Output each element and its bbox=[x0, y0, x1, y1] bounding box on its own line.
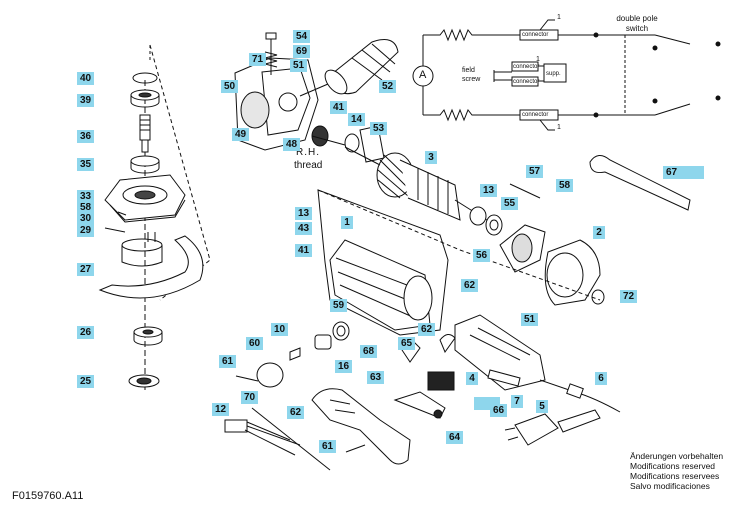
callout-66: 66 bbox=[490, 404, 507, 417]
thread-label-word: thread bbox=[294, 160, 323, 171]
callout-65: 65 bbox=[398, 337, 415, 350]
connector-label-mid2: connector bbox=[513, 79, 540, 85]
armature-bearing-part bbox=[344, 133, 360, 153]
pinion-gear-part bbox=[311, 125, 346, 147]
armature-part bbox=[344, 146, 491, 223]
motor-symbol: A bbox=[419, 69, 427, 81]
callout-40: 40 bbox=[77, 72, 94, 85]
callout-2: 2 bbox=[593, 226, 605, 239]
bearing-box-part bbox=[104, 174, 186, 223]
side-handle-part bbox=[299, 39, 399, 97]
callout-36: 36 bbox=[77, 130, 94, 143]
callout-43: 43 bbox=[295, 222, 312, 235]
callout-69: 69 bbox=[293, 45, 310, 58]
callout-7: 7 bbox=[511, 395, 523, 408]
notice-line-fr: Modifications reservees bbox=[630, 471, 720, 481]
callout-35: 35 bbox=[77, 158, 94, 171]
connector-label-bottom: connector bbox=[522, 112, 549, 118]
callout-64: 64 bbox=[446, 431, 463, 444]
callout-72: 72 bbox=[620, 290, 637, 303]
callout-52: 52 bbox=[379, 80, 396, 93]
callout-60: 60 bbox=[246, 337, 263, 350]
callout-62-top: 62 bbox=[461, 279, 478, 292]
thread-label-rh: R.H. bbox=[296, 147, 320, 158]
callout-59: 59 bbox=[330, 299, 347, 312]
callout-12: 12 bbox=[212, 403, 229, 416]
callout-26: 26 bbox=[77, 326, 94, 339]
field-coil-part bbox=[544, 239, 605, 306]
callout-67: 67 bbox=[663, 166, 680, 179]
spring-part bbox=[264, 51, 278, 68]
callout-53: 53 bbox=[370, 122, 387, 135]
callout-51-bottom: 51 bbox=[521, 313, 538, 326]
callout-30: 30 bbox=[77, 212, 94, 225]
callout-54: 54 bbox=[293, 30, 310, 43]
wheel-guard-part bbox=[98, 232, 204, 299]
callout-62-bottom: 62 bbox=[287, 406, 304, 419]
callout-58-left: 58 bbox=[77, 201, 94, 214]
connector-label-top: connector bbox=[522, 32, 549, 38]
callout-55: 55 bbox=[501, 197, 518, 210]
lead-number-top: 1 bbox=[557, 14, 561, 21]
notice-line-de: Änderungen vorbehalten bbox=[630, 451, 724, 461]
lead-number-bottom: 1 bbox=[557, 124, 561, 131]
callout-16: 16 bbox=[335, 360, 352, 373]
callout-13-right: 13 bbox=[480, 184, 497, 197]
connector-label-mid1: connector bbox=[513, 64, 540, 70]
callout-61-bottom: 61 bbox=[319, 440, 336, 453]
callout-48: 48 bbox=[283, 138, 300, 151]
cap-part bbox=[256, 362, 284, 388]
lock-nut-part bbox=[128, 374, 160, 388]
wiring-schematic bbox=[412, 19, 721, 131]
notice-line-en: Modifications reserved bbox=[630, 461, 716, 471]
callout-39: 39 bbox=[77, 94, 94, 107]
mains-plug-part bbox=[504, 409, 601, 446]
inner-flange-part bbox=[133, 326, 163, 346]
spindle-bearing-part bbox=[130, 155, 160, 174]
switch-label: double pole switch bbox=[616, 14, 658, 33]
supp-label: supp. bbox=[546, 71, 561, 77]
blank-bar-67 bbox=[680, 166, 704, 179]
callout-61-top: 61 bbox=[219, 355, 236, 368]
callout-71: 71 bbox=[249, 53, 266, 66]
callout-62-mid: 62 bbox=[418, 323, 435, 336]
callout-41-top: 41 bbox=[330, 101, 347, 114]
callout-1: 1 bbox=[341, 216, 353, 229]
callout-27: 27 bbox=[77, 263, 94, 276]
callout-68: 68 bbox=[360, 345, 377, 358]
callout-56: 56 bbox=[473, 249, 490, 262]
callout-49: 49 bbox=[232, 128, 249, 141]
callout-41-bottom: 41 bbox=[295, 244, 312, 257]
rear-bearing-part bbox=[469, 206, 487, 226]
lead-number-mid: 1 bbox=[536, 56, 540, 63]
flange-nut-part bbox=[130, 89, 160, 108]
spindle-part bbox=[139, 114, 151, 153]
callout-10: 10 bbox=[271, 323, 288, 336]
retaining-ring-part bbox=[132, 72, 158, 84]
field-screw-label: field screw bbox=[462, 67, 481, 83]
notice-line-es: Salvo modificaciones bbox=[630, 481, 710, 491]
callout-33: 33 bbox=[77, 190, 94, 203]
switch-assembly-part bbox=[393, 314, 546, 419]
modifications-notice: Änderungen vorbehalten Modifications res… bbox=[630, 451, 723, 491]
callout-51-top: 51 bbox=[290, 59, 307, 72]
callout-13-left: 13 bbox=[295, 207, 312, 220]
callout-3: 3 bbox=[425, 151, 437, 164]
callout-70: 70 bbox=[241, 391, 258, 404]
callout-29: 29 bbox=[77, 224, 94, 237]
callout-25: 25 bbox=[77, 375, 94, 388]
callout-58-right: 58 bbox=[556, 179, 573, 192]
handle-shell-part bbox=[311, 388, 411, 465]
callout-5: 5 bbox=[536, 400, 548, 413]
callout-57: 57 bbox=[526, 165, 543, 178]
spanner-part bbox=[589, 155, 691, 211]
callout-6: 6 bbox=[595, 372, 607, 385]
callout-14: 14 bbox=[348, 113, 365, 126]
callout-50: 50 bbox=[221, 80, 238, 93]
figure-code: F0159760.A11 bbox=[12, 490, 84, 502]
callout-4: 4 bbox=[466, 372, 478, 385]
callout-63: 63 bbox=[367, 371, 384, 384]
